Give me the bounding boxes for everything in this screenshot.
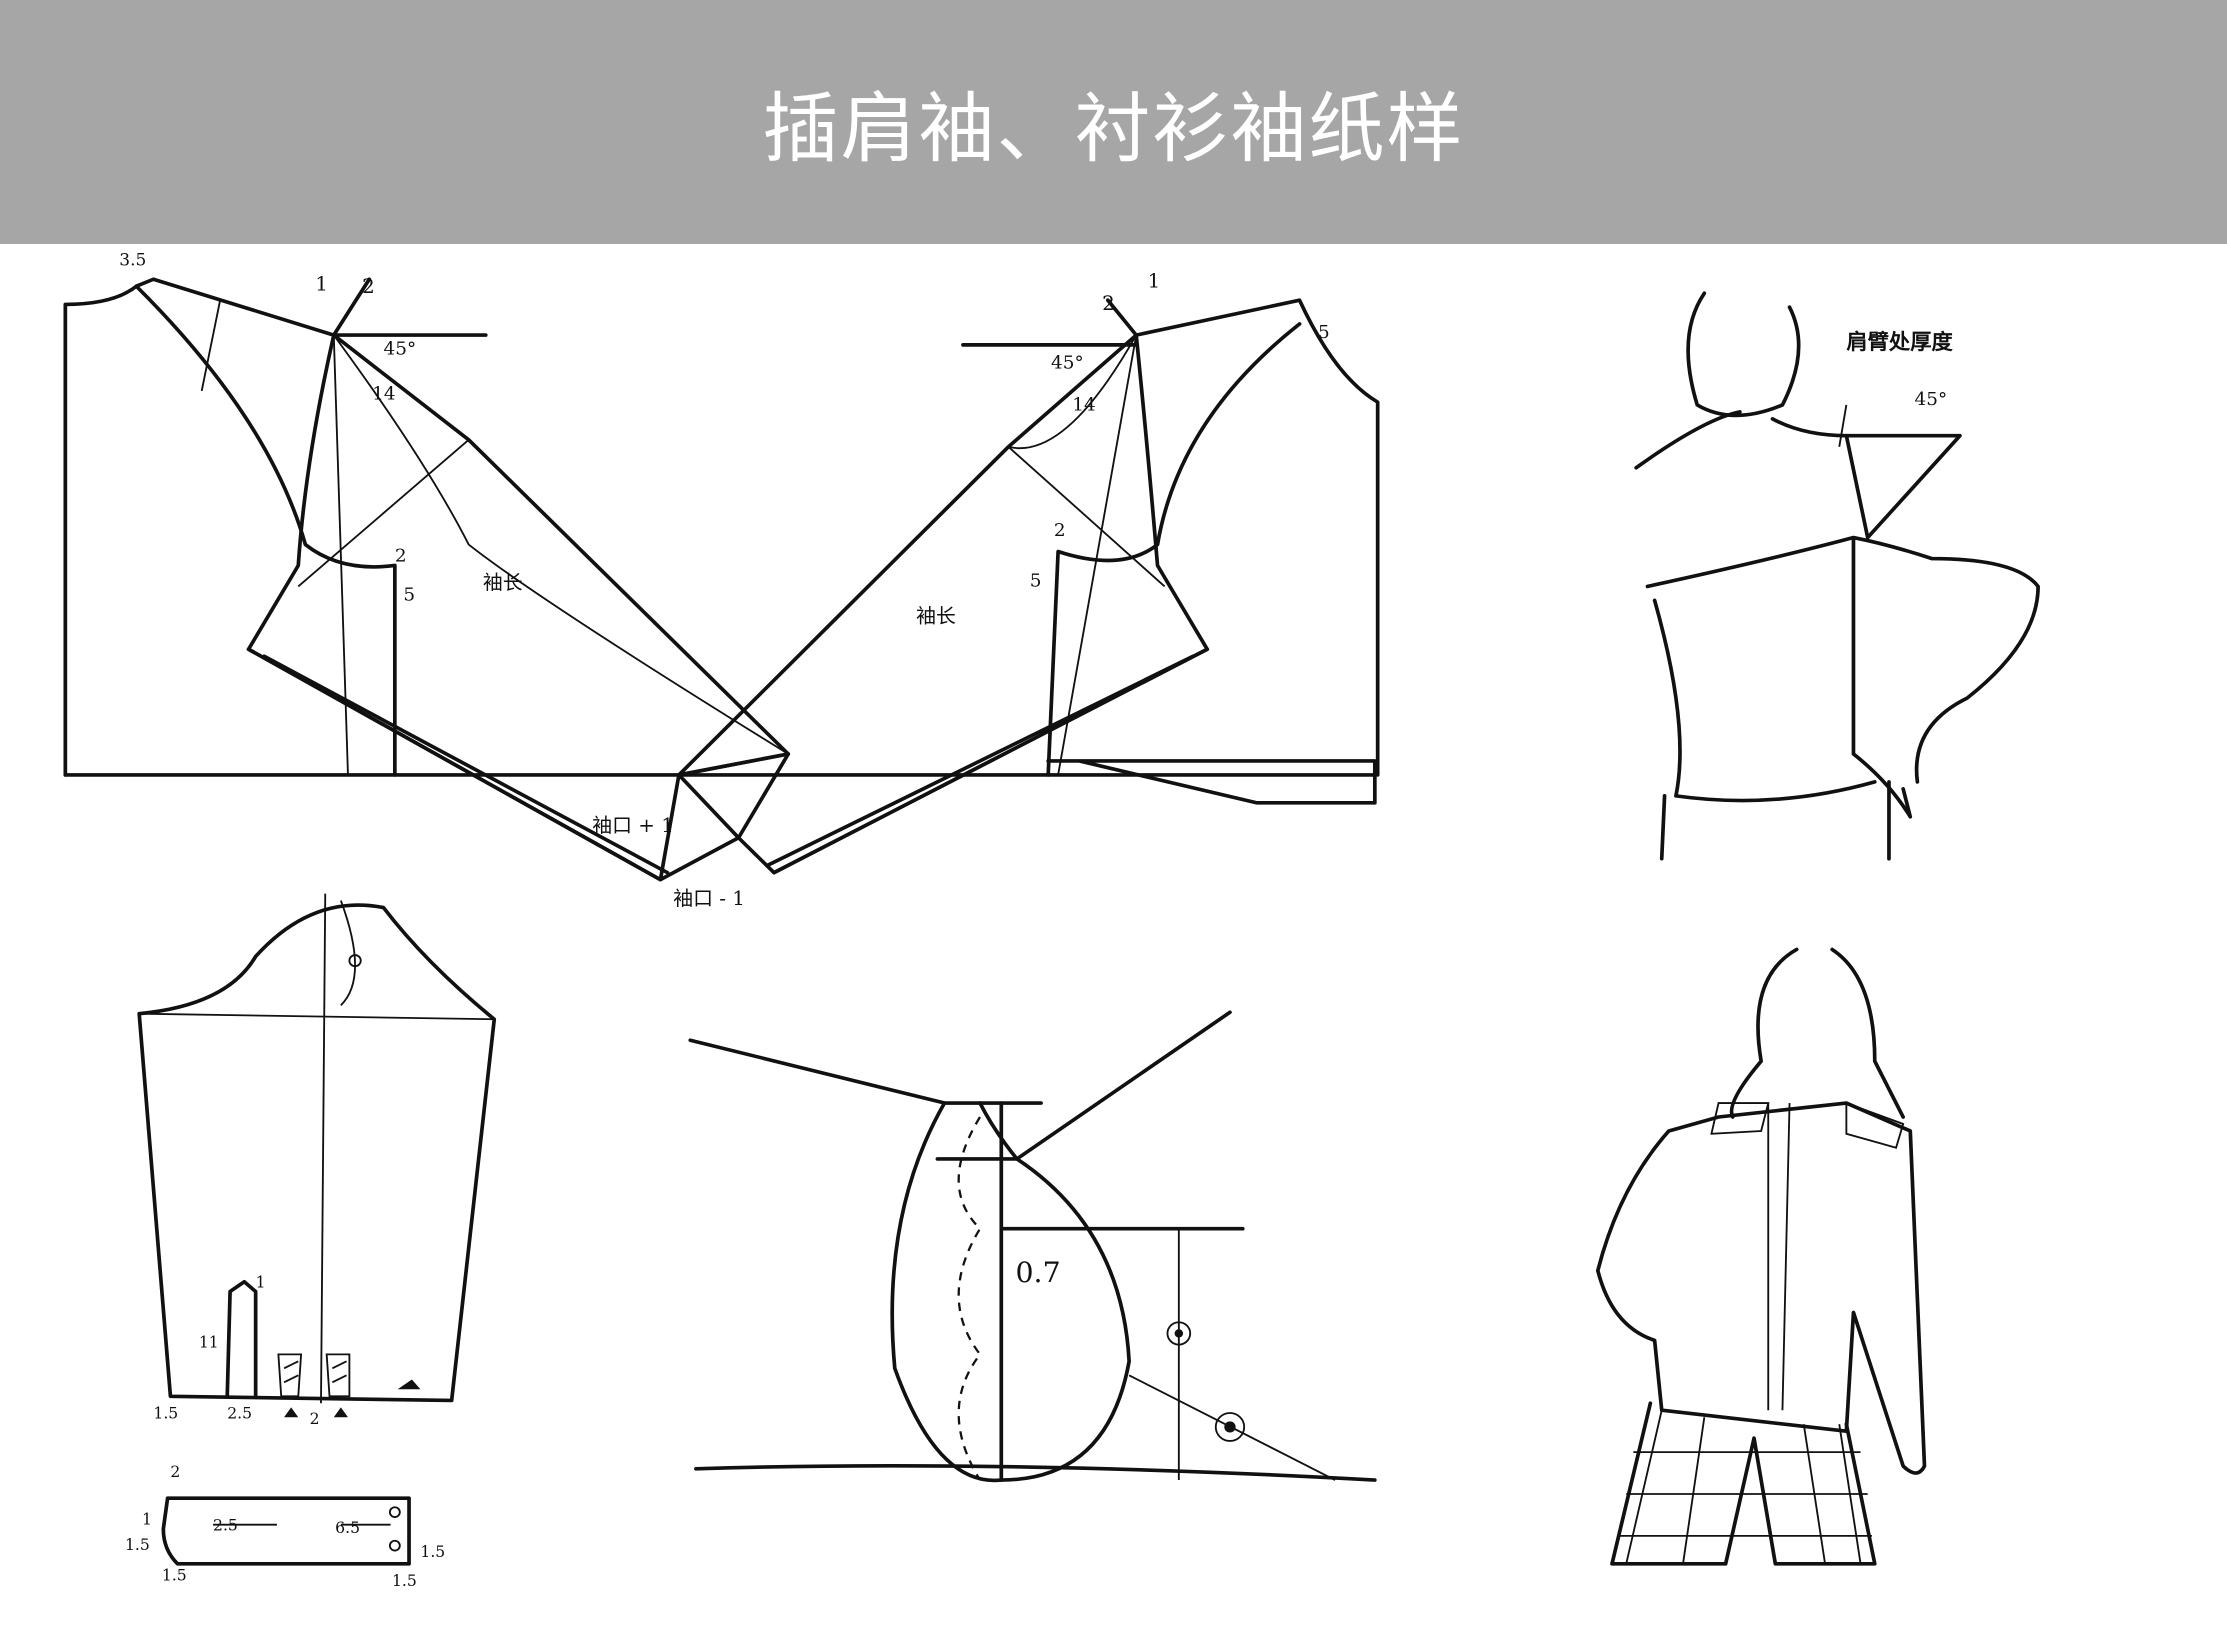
- label-sleeve-length-left: 袖长: [483, 571, 523, 594]
- label-raise-left: 1: [315, 273, 328, 296]
- label-cuff-left-a: 1: [142, 1511, 152, 1529]
- label-offset-left: 2: [362, 275, 375, 298]
- label-sleeve-length-right: 袖长: [916, 605, 956, 628]
- label-shoulder-thickness: 肩臂处厚度: [1846, 329, 1953, 354]
- label-left-margin: 1.5: [153, 1405, 178, 1423]
- label-neck-drop: 3.5: [119, 249, 146, 269]
- label-cuff-bottom-left: 1.5: [162, 1567, 187, 1585]
- label-raise-right: 1: [1148, 270, 1161, 293]
- label-shoulder-angle: 45°: [1915, 389, 1948, 410]
- cuff-pattern: 2 1 1.5 2.5 6.5 1.5 1.5 1.5: [125, 1463, 445, 1590]
- label-offset-right: 2: [1102, 292, 1115, 315]
- label-14-right: 14: [1072, 395, 1095, 416]
- label-underarm-2-left: 2: [395, 545, 407, 566]
- label-underarm-5-right: 5: [1030, 571, 1042, 592]
- label-button-pos: 2.5: [213, 1516, 238, 1534]
- shirt-figure: [1595, 947, 1927, 1566]
- label-cuff-plus: 袖口 + 1: [592, 814, 674, 837]
- label-placket-top: 1: [256, 1273, 266, 1291]
- title-bar: 插肩袖、衬衫袖纸样: [0, 0, 2227, 244]
- label-placket-length: 11: [199, 1334, 219, 1352]
- label-cuff-right: 1.5: [420, 1543, 445, 1561]
- shirt-sleeve-pattern: 1 11 1.5 2.5 2: [137, 893, 497, 1428]
- label-underarm-2-right: 2: [1054, 520, 1066, 541]
- label-cuff-top: 2: [170, 1463, 180, 1481]
- label-placket-width: 2.5: [227, 1405, 252, 1423]
- label-cuff-minus: 袖口 - 1: [673, 887, 745, 910]
- raglan-sleeve-draft: 3.5 1 2 45° 14 2 5 袖长 1 2 45° 14 5 2 5 袖…: [63, 249, 1380, 910]
- label-armhole-value: 0.7: [1016, 1256, 1061, 1289]
- label-underarm-5-left: 5: [403, 585, 415, 606]
- label-shoulder-5-right: 5: [1318, 322, 1330, 343]
- label-cuff-width: 6.5: [335, 1519, 360, 1537]
- label-cuff-bottom-right: 1.5: [392, 1572, 417, 1590]
- slide-title: 插肩袖、衬衫袖纸样: [762, 84, 1465, 173]
- label-pleat-gap: 2: [310, 1410, 320, 1428]
- shoulder-thickness-figure: 肩臂处厚度 45°: [1634, 291, 2040, 861]
- label-angle-left: 45°: [383, 339, 416, 360]
- label-angle-right: 45°: [1051, 353, 1084, 374]
- label-cuff-left-b: 1.5: [125, 1536, 150, 1554]
- label-14-left: 14: [372, 383, 395, 404]
- armhole-detail: 0.7: [688, 1010, 1377, 1483]
